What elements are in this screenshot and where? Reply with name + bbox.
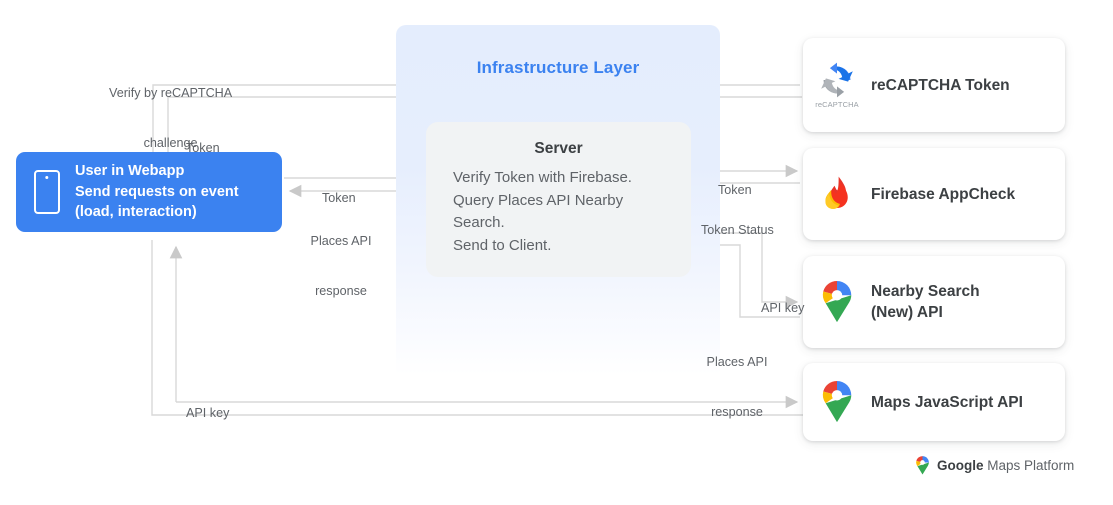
maps-pin-icon-wrap-mapsjs	[803, 381, 871, 423]
label-api-key-right: API key	[761, 301, 805, 315]
recaptcha-icon	[821, 62, 853, 98]
user-webapp-box: User in Webapp Send requests on event (l…	[16, 152, 282, 232]
service-label-firebase-appcheck: Firebase AppCheck	[871, 184, 1015, 205]
webapp-line-3: (load, interaction)	[75, 204, 197, 221]
service-card-firebase-appcheck[interactable]: Firebase AppCheck	[803, 148, 1065, 240]
footer-brand-text: Google Maps Platform	[937, 458, 1074, 473]
service-card-recaptcha-token[interactable]: reCAPTCHA reCAPTCHA Token	[803, 38, 1065, 132]
google-maps-pin-icon	[822, 281, 852, 323]
label-token-status: Token Status	[701, 223, 774, 237]
service-label-line: (New) API	[871, 304, 943, 321]
recaptcha-icon-wrap: reCAPTCHA	[803, 61, 871, 109]
server-line-3: Search.	[453, 214, 505, 231]
server-line-2: Query Places API Nearby	[453, 191, 624, 209]
user-webapp-text: User in Webapp Send requests on event (l…	[75, 161, 239, 223]
google-maps-pin-icon	[916, 456, 929, 475]
service-label-line: reCAPTCHA Token	[871, 76, 1010, 94]
service-card-maps-javascript-api[interactable]: Maps JavaScript API	[803, 363, 1065, 441]
google-maps-platform-logo: Google Maps Platform	[915, 456, 1074, 475]
service-label-line: Maps JavaScript API	[871, 393, 1023, 411]
server-description: Verify Token with Firebase. Query Places…	[453, 167, 675, 257]
label-places-api-response-right: Places API response	[706, 355, 768, 419]
server-line-1: Verify Token with Firebase.	[453, 169, 632, 186]
infrastructure-layer-title: Infrastructure Layer	[476, 58, 640, 77]
service-card-nearby-search-api[interactable]: Nearby Search (New) API	[803, 256, 1065, 348]
webapp-line-2: Send requests on event	[75, 183, 239, 200]
service-label-maps-javascript-api: Maps JavaScript API	[871, 392, 1023, 413]
server-card: Server Verify Token with Firebase. Query…	[426, 122, 691, 277]
footer-brand-google: Google	[937, 458, 984, 473]
server-line-4: Send to Client.	[453, 236, 552, 254]
service-label-line: Nearby Search	[871, 283, 980, 300]
label-api-key-bottom-left: API key	[186, 406, 230, 420]
firebase-flame-icon	[825, 176, 848, 209]
label-places-api-response-left: Places API response	[310, 234, 372, 298]
server-title: Server	[534, 140, 583, 157]
label-token-to-firebase: Token	[718, 183, 752, 197]
service-label-recaptcha-token: reCAPTCHA Token	[871, 75, 1010, 96]
mobile-phone-icon	[34, 170, 60, 214]
service-label-nearby-search-api: Nearby Search (New) API	[871, 281, 980, 323]
label-token-to-server: Token	[322, 191, 356, 205]
webapp-line-1: User in Webapp	[75, 163, 185, 180]
firebase-icon-wrap	[803, 175, 871, 213]
label-token-to-webapp: Token	[186, 141, 220, 155]
maps-pin-icon-wrap-nearby	[803, 281, 871, 323]
service-label-line: Firebase AppCheck	[871, 185, 1016, 203]
footer-brand-maps-platform: Maps Platform	[983, 458, 1075, 473]
label-verify-recaptcha-challenge: Verify by reCAPTCHA challenge	[109, 86, 233, 150]
recaptcha-icon-caption: reCAPTCHA	[815, 100, 859, 109]
google-maps-pin-icon	[822, 381, 852, 423]
